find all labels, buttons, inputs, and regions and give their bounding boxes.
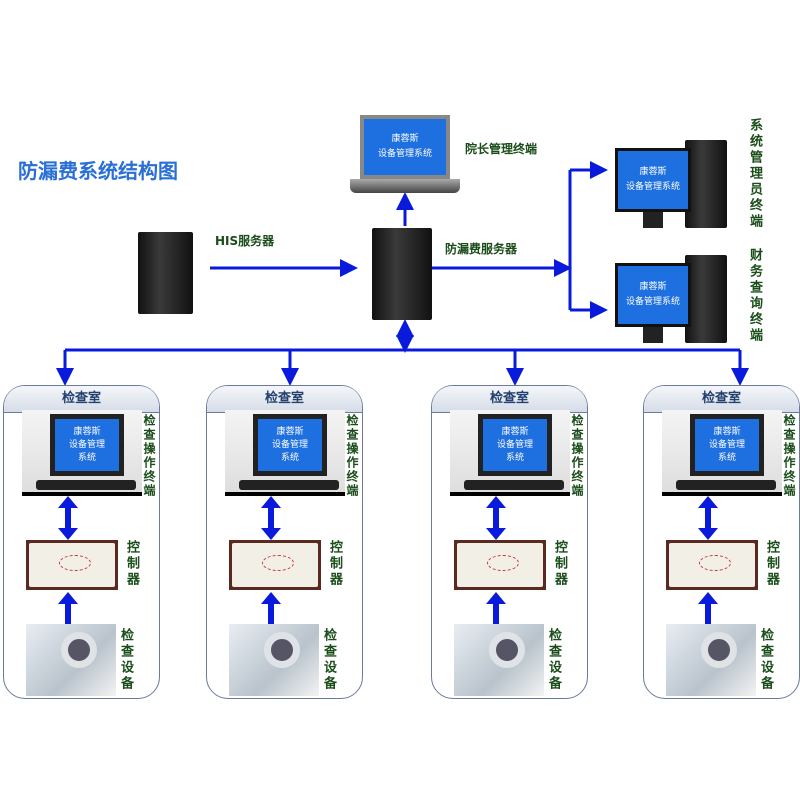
- exam-terminal-label: 检查操作终端: [570, 414, 584, 498]
- exam-room-3: 检查室 康蓉斯 设备管理 系统 检查操作终端 控制器 检查设备: [431, 385, 588, 699]
- director-terminal-label: 院长管理终端: [465, 142, 538, 156]
- screen-line: 设备管理系统: [625, 297, 680, 307]
- exam-device-label: 检查设备: [546, 628, 561, 692]
- exam-room-1: 检查室 康蓉斯 设备管理 系统 检查操作终端 控制器 检查设备: [3, 385, 160, 699]
- exam-terminal-label: 检查操作终端: [782, 414, 796, 498]
- screen-line: 设备管理系统: [377, 149, 432, 159]
- exam-room-header: 检查室: [644, 386, 799, 413]
- exam-terminal-label: 检查操作终端: [142, 414, 156, 498]
- screen-line: 设备管理: [708, 439, 745, 450]
- exam-device-label: 检查设备: [321, 628, 336, 692]
- room-arrows: [261, 496, 281, 626]
- exam-device-label: 检查设备: [758, 628, 773, 692]
- main-server-icon: [372, 228, 432, 320]
- exam-terminal-icon: 康蓉斯 设备管理 系统: [662, 410, 782, 496]
- screen-line: 康蓉斯: [73, 426, 101, 437]
- exam-room-2: 检查室 康蓉斯 设备管理 系统 检查操作终端 控制器 检查设备: [206, 385, 363, 699]
- screen-line: 系统: [77, 452, 96, 463]
- exam-room-header: 检查室: [4, 386, 159, 413]
- screen-line: 设备管理: [68, 439, 105, 450]
- controller-label: 控制器: [327, 540, 342, 588]
- controller-icon: [666, 540, 758, 590]
- his-server-label: HIS服务器: [215, 234, 275, 248]
- screen-line: 系统: [280, 452, 299, 463]
- screen-line: 设备管理: [496, 439, 533, 450]
- room-arrows: [698, 496, 718, 626]
- main-server-label: 防漏费服务器: [445, 242, 518, 256]
- admin-terminal-label: 系统管理员终端: [747, 118, 762, 230]
- exam-terminal-icon: 康蓉斯 设备管理 系统: [22, 410, 142, 496]
- admin-terminal-icon: 康蓉斯设备管理系统: [615, 140, 727, 232]
- exam-terminal-label: 检查操作终端: [345, 414, 359, 498]
- controller-label: 控制器: [552, 540, 567, 588]
- controller-label: 控制器: [124, 540, 139, 588]
- controller-icon: [229, 540, 321, 590]
- controller-label: 控制器: [764, 540, 779, 588]
- exam-terminal-icon: 康蓉斯 设备管理 系统: [450, 410, 570, 496]
- exam-device-icon: [26, 624, 116, 696]
- diagram-title: 防漏费系统结构图: [18, 159, 178, 183]
- screen-line: 康蓉斯: [391, 134, 419, 144]
- exam-device-icon: [229, 624, 319, 696]
- room-arrows: [58, 496, 78, 626]
- exam-device-label: 检查设备: [118, 628, 133, 692]
- finance-terminal-icon: 康蓉斯设备管理系统: [615, 255, 727, 347]
- screen-line: 康蓉斯: [276, 426, 304, 437]
- his-server-icon: [138, 232, 193, 314]
- exam-room-header: 检查室: [432, 386, 587, 413]
- screen-line: 系统: [717, 452, 736, 463]
- exam-device-icon: [666, 624, 756, 696]
- screen-line: 康蓉斯: [501, 426, 529, 437]
- screen-line: 设备管理: [271, 439, 308, 450]
- screen-line: 康蓉斯: [639, 282, 667, 292]
- room-arrows: [486, 496, 506, 626]
- laptop-icon: 康蓉斯 设备管理系统: [350, 115, 460, 195]
- exam-room-header: 检查室: [207, 386, 362, 413]
- screen-line: 系统: [505, 452, 524, 463]
- controller-icon: [454, 540, 546, 590]
- exam-device-icon: [454, 624, 544, 696]
- finance-terminal-label: 财务查询终端: [747, 248, 762, 344]
- exam-terminal-icon: 康蓉斯 设备管理 系统: [225, 410, 345, 496]
- exam-room-4: 检查室 康蓉斯 设备管理 系统 检查操作终端 控制器 检查设备: [643, 385, 800, 699]
- screen-line: 设备管理系统: [625, 182, 680, 192]
- controller-icon: [26, 540, 118, 590]
- screen-line: 康蓉斯: [713, 426, 741, 437]
- screen-line: 康蓉斯: [639, 167, 667, 177]
